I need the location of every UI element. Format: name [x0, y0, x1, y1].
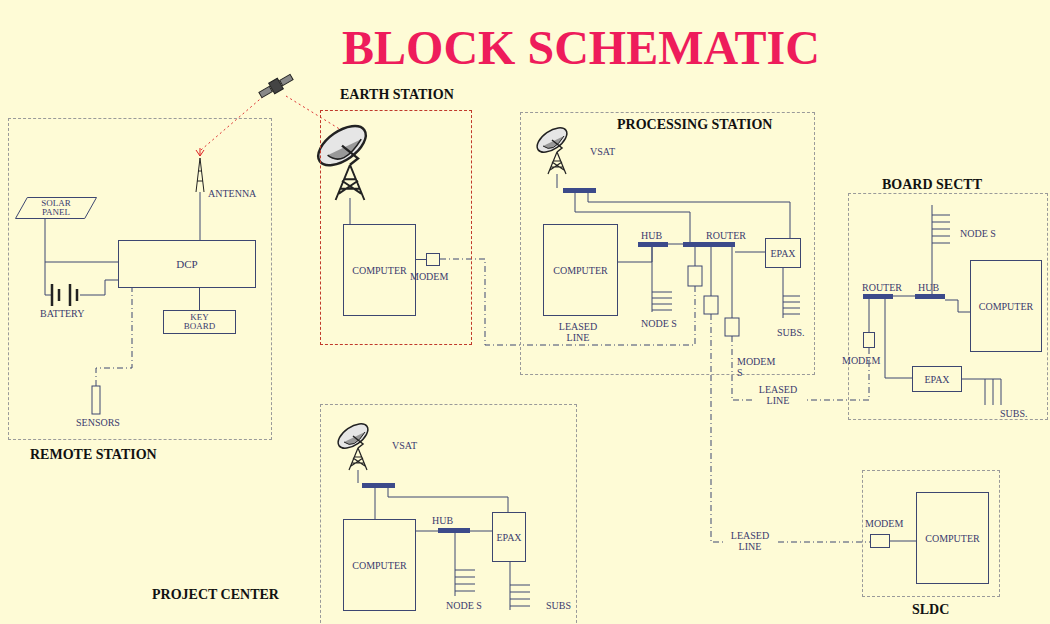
box-label: DCP	[176, 258, 197, 270]
part-label: NODE S	[960, 228, 996, 239]
wire	[45, 219, 118, 262]
part-label: MODEM S	[737, 356, 779, 378]
diagram-title: BLOCK SCHEMATIC	[0, 20, 1050, 75]
part-label: VSAT	[392, 440, 417, 451]
station-region: PROJECT CENTERCOMPUTEREPAX	[320, 404, 577, 624]
device-box: EPAX	[765, 238, 801, 268]
line-label: LEASED LINE	[752, 384, 804, 406]
device-box: COMPUTER	[970, 260, 1042, 352]
box-label: COMPUTER	[352, 560, 406, 571]
device-box: COMPUTER	[343, 519, 416, 611]
part-label: VSAT	[590, 146, 615, 157]
part-label: SUBS.	[1000, 408, 1028, 419]
part-label: ROUTER	[862, 282, 902, 293]
station-heading: PROCESSING STATION	[617, 117, 772, 133]
device-box: DCP	[118, 240, 256, 288]
leased-line	[711, 375, 870, 542]
part-label: BATTERY	[40, 308, 84, 319]
station-region: REMOTE STATIONSOLAR PANELDCPKEY BOARD	[8, 118, 272, 440]
device-box: EPAX	[912, 366, 962, 392]
solar-panel: SOLAR PANEL	[15, 197, 97, 219]
line-label: LEASED LINE	[724, 530, 776, 552]
station-region: EARTH STATIONCOMPUTERMODEM	[320, 110, 472, 345]
station-heading: SLDC	[912, 602, 949, 618]
part-label: HUB	[918, 282, 939, 293]
box-label: COMPUTER	[979, 301, 1033, 312]
modem-box: MODEM	[863, 332, 875, 348]
device-box: COMPUTER	[543, 224, 618, 316]
leased-line	[440, 259, 520, 345]
part-label: ANTENNA	[208, 188, 256, 199]
line-label: LEASED LINE	[552, 321, 604, 343]
device-box: EPAX	[492, 512, 526, 562]
box-label: EPAX	[770, 248, 795, 259]
wire	[890, 541, 916, 542]
station-region: BOARD SECTTCOMPUTEREPAXMODEM	[848, 193, 1048, 420]
box-label: KEY BOARD	[180, 313, 220, 331]
station-heading: EARTH STATION	[340, 87, 454, 103]
station-region: SLDCCOMPUTERMODEM	[862, 470, 1000, 597]
station-heading: REMOTE STATION	[30, 447, 157, 463]
modem-label: MODEM	[865, 518, 903, 529]
station-heading: PROJECT CENTER	[152, 587, 279, 603]
part-label: HUB	[641, 230, 662, 241]
box-label: EPAX	[496, 532, 521, 543]
wire	[416, 259, 426, 260]
modem-box: MODEM	[870, 534, 890, 548]
station-heading: BOARD SECTT	[882, 177, 982, 193]
box-label: COMPUTER	[352, 265, 406, 276]
device-box: KEY BOARD	[163, 310, 236, 334]
part-label: ROUTER	[706, 230, 746, 241]
box-label: COMPUTER	[553, 265, 607, 276]
part-label: HUB	[432, 515, 453, 526]
part-label: SENSORS	[76, 417, 120, 428]
box-label: COMPUTER	[925, 533, 979, 544]
device-box: COMPUTER	[343, 224, 416, 316]
device-box: COMPUTER	[916, 492, 989, 584]
modem-box: MODEM	[426, 253, 440, 266]
modem-label: MODEM	[410, 271, 448, 282]
wire	[199, 288, 200, 310]
part-label: SUBS.	[777, 327, 805, 338]
modem-label: MODEM	[842, 355, 880, 366]
part-label: NODE S	[446, 600, 482, 611]
part-label: NODE S	[641, 318, 677, 329]
box-label: SOLAR PANEL	[33, 199, 79, 217]
part-label: SUBS	[546, 600, 571, 611]
box-label: EPAX	[924, 374, 949, 385]
